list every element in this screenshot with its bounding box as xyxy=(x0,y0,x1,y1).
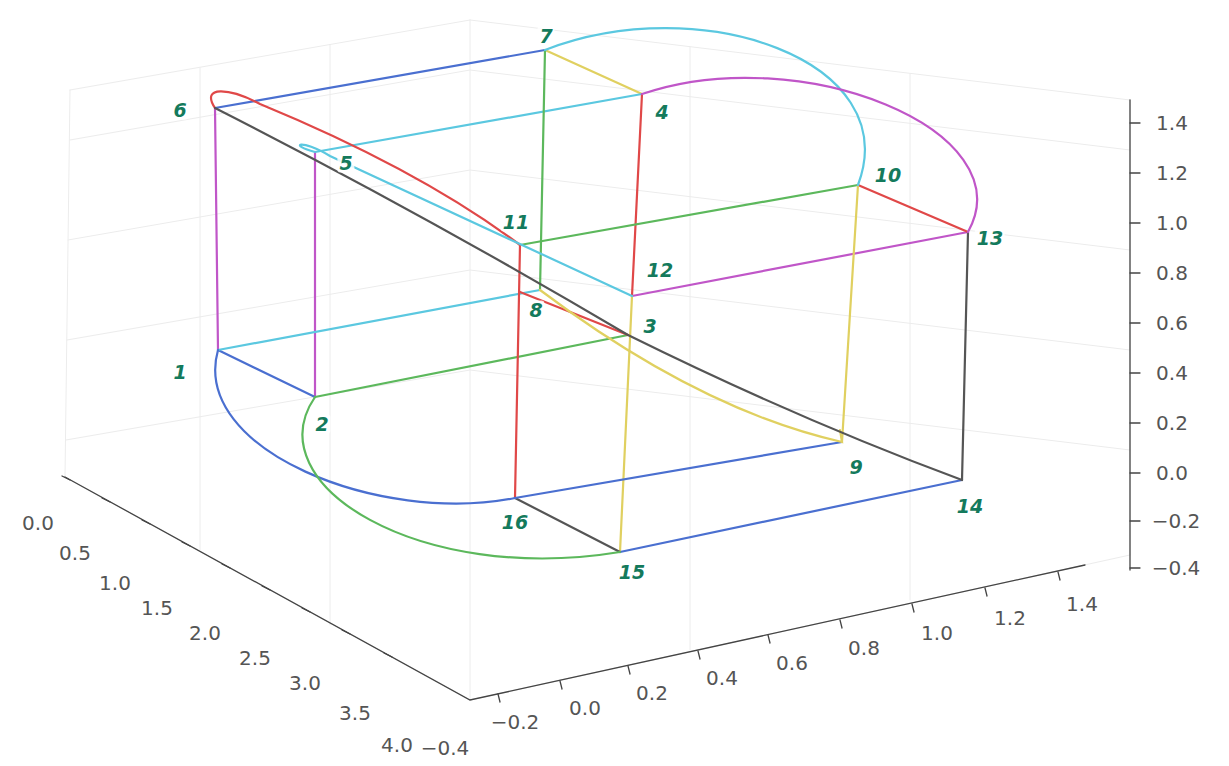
vertex-number: 8 xyxy=(527,301,544,320)
vertex-number: 16 xyxy=(500,513,530,532)
vertex-number: 3 xyxy=(641,317,658,336)
vertex-number: 6 xyxy=(171,101,188,120)
grid xyxy=(65,20,1130,700)
axis-tick-label: 0.2 xyxy=(634,683,670,703)
vertex-number: 15 xyxy=(617,563,647,582)
axis-tick-label: −0.2 xyxy=(1150,511,1203,531)
axis-tick-label: 2.5 xyxy=(237,648,273,668)
axis-tick-label: 1.0 xyxy=(919,623,955,643)
axis-tick-label: 1.2 xyxy=(1154,163,1190,183)
axis-tick-label: −0.4 xyxy=(419,738,472,758)
axis-tick-label: 0.4 xyxy=(1154,363,1190,383)
vertex-number: 14 xyxy=(955,497,985,516)
edges-drawn xyxy=(211,28,977,558)
axis-tick-label: 3.0 xyxy=(287,673,323,693)
axis-tick-label: 3.5 xyxy=(337,703,373,723)
axis-tick-label: 4.0 xyxy=(379,735,415,755)
axis-tick-label: 0.0 xyxy=(567,698,603,718)
axis-tick-label: 0.2 xyxy=(1154,413,1190,433)
axis-tick-label: −0.4 xyxy=(1150,558,1203,578)
axis-tick-label: 1.0 xyxy=(1154,213,1190,233)
axis-tick-label: 0.8 xyxy=(1154,263,1190,283)
axis-tick-label: 1.4 xyxy=(1064,594,1100,614)
axis-tick-label: 0.8 xyxy=(846,638,882,658)
vertex-number: 11 xyxy=(501,213,531,232)
axis-tick-label: 0.6 xyxy=(1154,313,1190,333)
vertex-number: 9 xyxy=(847,458,864,477)
axes xyxy=(62,100,1140,702)
axis-tick-label: 1.5 xyxy=(139,598,175,618)
vertex-number: 2 xyxy=(313,415,330,434)
axis-tick-label: 0.0 xyxy=(20,513,56,533)
vertex-number: 4 xyxy=(653,103,670,122)
vertex-number: 7 xyxy=(537,27,554,46)
vertex-number: 1 xyxy=(171,363,188,382)
axis-tick-label: 0.6 xyxy=(774,653,810,673)
axis-tick-label: 0.5 xyxy=(57,543,93,563)
vertex-number: 10 xyxy=(873,166,903,185)
axis-tick-label: 0.4 xyxy=(704,668,740,688)
axis-tick-label: 0.0 xyxy=(1154,463,1190,483)
axis-tick-label: 1.0 xyxy=(97,573,133,593)
axis-tick-label: 1.4 xyxy=(1154,113,1190,133)
axis-tick-label: 2.0 xyxy=(187,623,223,643)
axis-tick-label: 1.2 xyxy=(992,608,1028,628)
vertex-number: 13 xyxy=(975,229,1005,248)
vertex-number: 5 xyxy=(337,154,354,173)
axis-tick-label: −0.2 xyxy=(489,712,542,732)
vertex-number: 12 xyxy=(645,261,675,280)
